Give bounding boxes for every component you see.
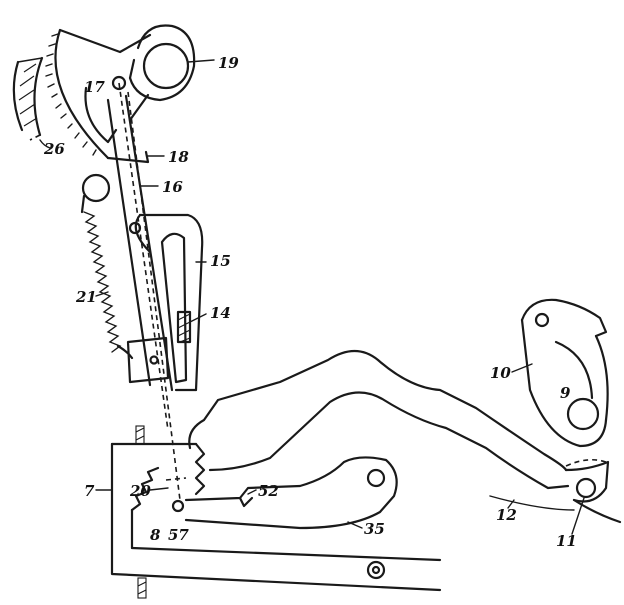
part-16-link-rod: [106, 82, 181, 501]
part-7-frame: [110, 425, 442, 599]
spring-clamp: [126, 336, 170, 384]
part-12-bent-lever: [188, 349, 622, 524]
part-19-eccentric: [128, 24, 196, 102]
reference-numerals: 19 17 26 18 16 15 14 21 10 9 7 20 52 35 …: [39, 54, 585, 550]
label-21: 21: [75, 288, 97, 306]
label-52: 52: [258, 482, 279, 500]
label-17: 17: [84, 78, 105, 96]
label-9: 9: [560, 384, 571, 402]
label-57: 57: [168, 526, 189, 544]
part-15-slotted-lever: [128, 213, 204, 392]
label-20: 20: [129, 482, 151, 500]
label-18: 18: [168, 148, 189, 166]
label-12: 12: [496, 506, 517, 524]
label-8: 8: [150, 526, 161, 544]
label-19: 19: [218, 54, 239, 72]
part-21-spring: [80, 173, 134, 360]
part-10-pawl: [520, 298, 609, 448]
label-16: 16: [162, 178, 183, 196]
label-35: 35: [364, 520, 385, 538]
part-35-lower-lever: [184, 456, 398, 530]
part-26-drum: [12, 56, 44, 141]
label-7: 7: [84, 482, 95, 500]
label-26: 26: [43, 140, 65, 158]
label-15: 15: [210, 252, 231, 270]
label-14: 14: [210, 304, 231, 322]
label-11: 11: [556, 532, 577, 550]
label-10: 10: [490, 364, 511, 382]
part-14-slot-pin: [176, 310, 192, 344]
